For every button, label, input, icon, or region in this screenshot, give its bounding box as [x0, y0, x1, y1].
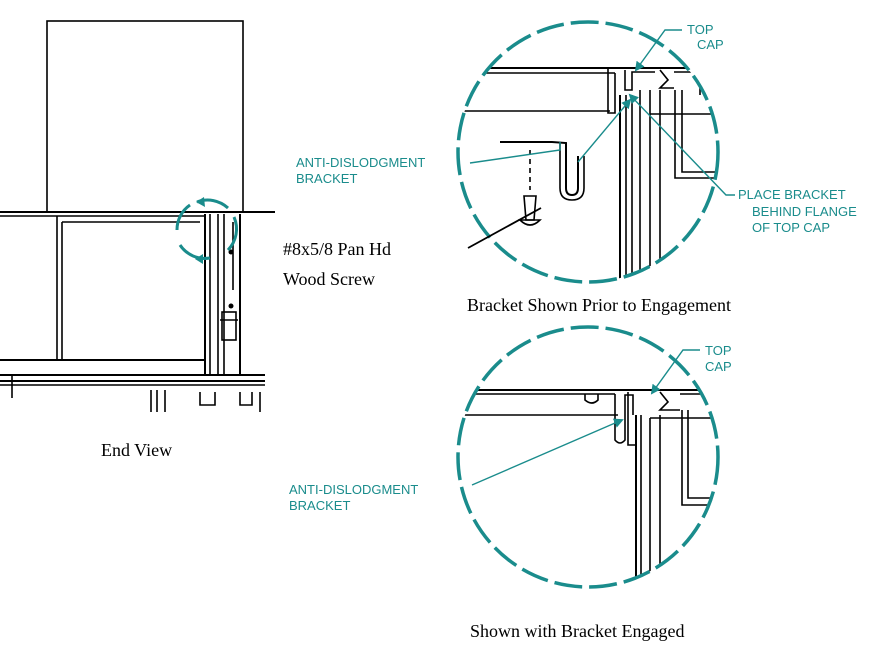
top-cap-label-line1: TOP — [687, 22, 714, 37]
detail-prior-circle — [456, 20, 720, 284]
detail-engaged-leaders — [471, 349, 700, 486]
bracket-label-line1: ANTI-DISLODGMENT — [296, 155, 425, 170]
top-cap-label-line2: CAP — [697, 37, 724, 52]
detail-callout-circle — [175, 198, 239, 260]
engaged-bracket-line2: BRACKET — [289, 498, 350, 513]
screw-label-line1: #8x5/8 Pan Hd — [283, 239, 391, 259]
engaged-bracket-line1: ANTI-DISLODGMENT — [289, 482, 418, 497]
place-bracket-line3: OF TOP CAP — [752, 220, 830, 235]
detail-engaged-drawing — [458, 389, 718, 587]
end-view-drawing — [0, 20, 275, 412]
engaged-caption: Shown with Bracket Engaged — [470, 621, 684, 641]
engaged-top-cap-line1: TOP — [705, 343, 732, 358]
detail-engaged-circle — [456, 325, 720, 589]
screw-label-line2: Wood Screw — [283, 269, 375, 289]
engaged-top-cap-line2: CAP — [705, 359, 732, 374]
callout-arrows — [195, 197, 205, 264]
bracket-label-line2: BRACKET — [296, 171, 357, 186]
detail-prior-drawing — [458, 67, 718, 282]
place-bracket-line1: PLACE BRACKET — [738, 187, 846, 202]
end-view-fasteners — [228, 249, 234, 309]
end-view-caption: End View — [101, 440, 172, 460]
place-bracket-line2: BEHIND FLANGE — [752, 204, 857, 219]
prior-caption: Bracket Shown Prior to Engagement — [467, 295, 731, 315]
detail-prior-leaders — [469, 29, 735, 196]
detail-prior-screw — [518, 150, 542, 226]
screw-leader — [467, 207, 542, 249]
